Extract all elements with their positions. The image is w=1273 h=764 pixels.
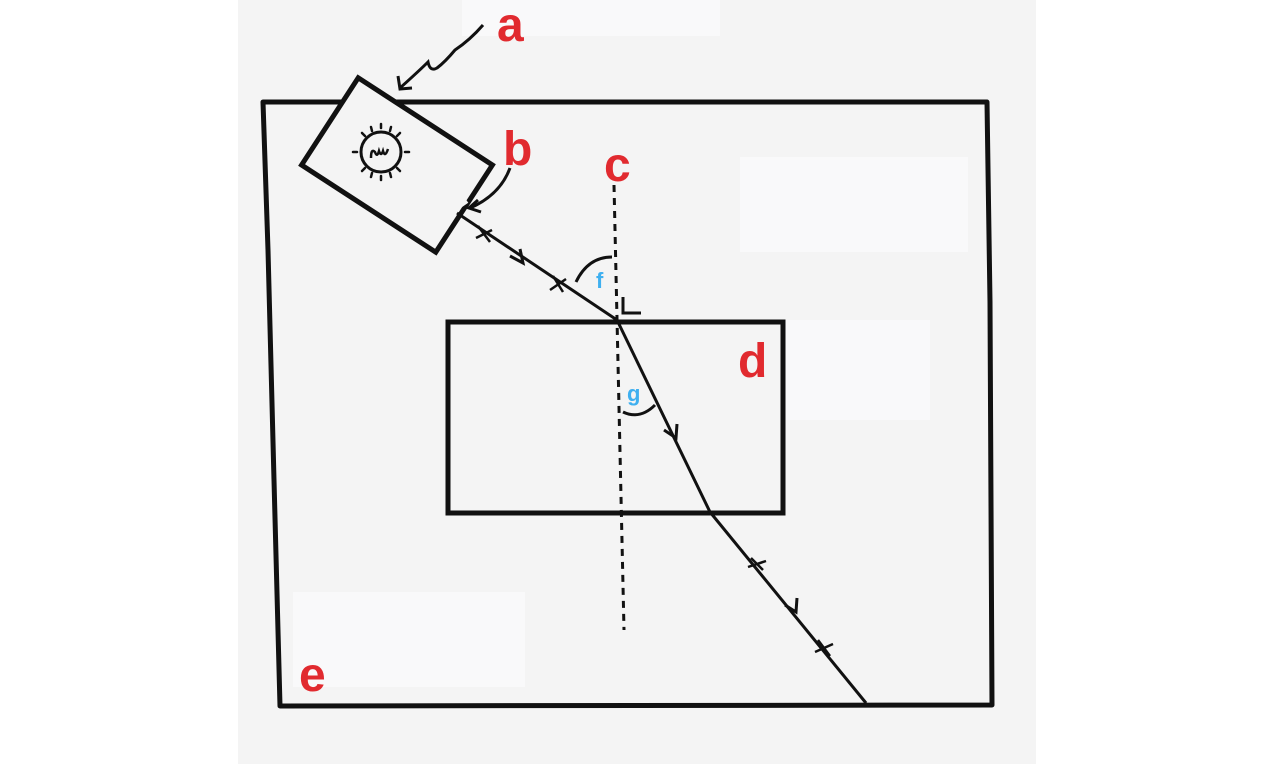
normal-line — [612, 184, 626, 631]
refracted-ray — [615, 319, 712, 513]
pointer-arrow-b — [469, 167, 512, 210]
mask-right-middle — [785, 320, 930, 420]
ray-cross-marks — [475, 225, 834, 657]
paper-outline — [260, 99, 995, 709]
glass-block — [445, 319, 786, 516]
label-g-angle-of-refraction: g — [627, 381, 641, 406]
label-b: b — [503, 123, 533, 176]
label-e: e — [299, 649, 326, 702]
label-c: c — [604, 139, 631, 192]
label-f-angle-of-incidence: f — [596, 268, 604, 293]
incident-ray — [456, 211, 618, 322]
light-bulb-icon — [351, 122, 411, 182]
angle-f-arc — [574, 255, 613, 283]
label-a: a — [497, 0, 524, 52]
slit — [454, 192, 469, 208]
right-angle-mark — [621, 297, 641, 315]
mask-bottom-left — [293, 592, 525, 687]
angle-g-arc — [622, 403, 657, 417]
ray-direction-arrows — [509, 248, 799, 615]
label-d: d — [738, 335, 768, 388]
pointer-arrow-a — [398, 24, 485, 90]
mask-right-upper — [740, 157, 968, 252]
mask-top — [462, 0, 720, 36]
